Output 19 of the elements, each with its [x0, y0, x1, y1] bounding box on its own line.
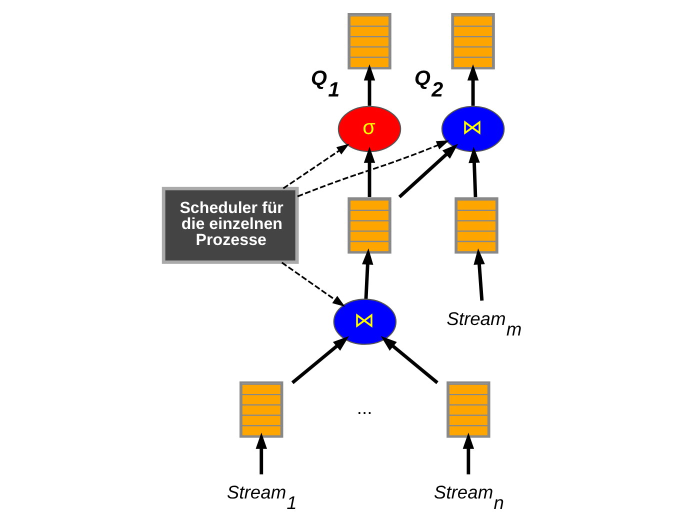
arrow — [398, 144, 458, 198]
arrow — [468, 146, 480, 198]
label: ... — [356, 396, 372, 418]
arrow — [466, 64, 478, 106]
arrow — [255, 432, 267, 474]
node-ellipse: σ — [337, 106, 401, 152]
arrow — [363, 146, 375, 198]
arrow — [473, 248, 484, 301]
arrow — [290, 336, 348, 384]
arrow — [363, 64, 375, 106]
arrow — [380, 336, 438, 384]
node-box: Scheduler für die einzelnen Prozesse — [161, 186, 298, 264]
node-ellipse: ⋈ — [440, 106, 504, 152]
arrow — [362, 248, 373, 299]
node-ellipse: ⋈ — [332, 298, 396, 345]
arrow — [296, 140, 449, 198]
arrow — [282, 144, 349, 190]
arrow — [462, 432, 474, 474]
arrow — [280, 262, 345, 307]
